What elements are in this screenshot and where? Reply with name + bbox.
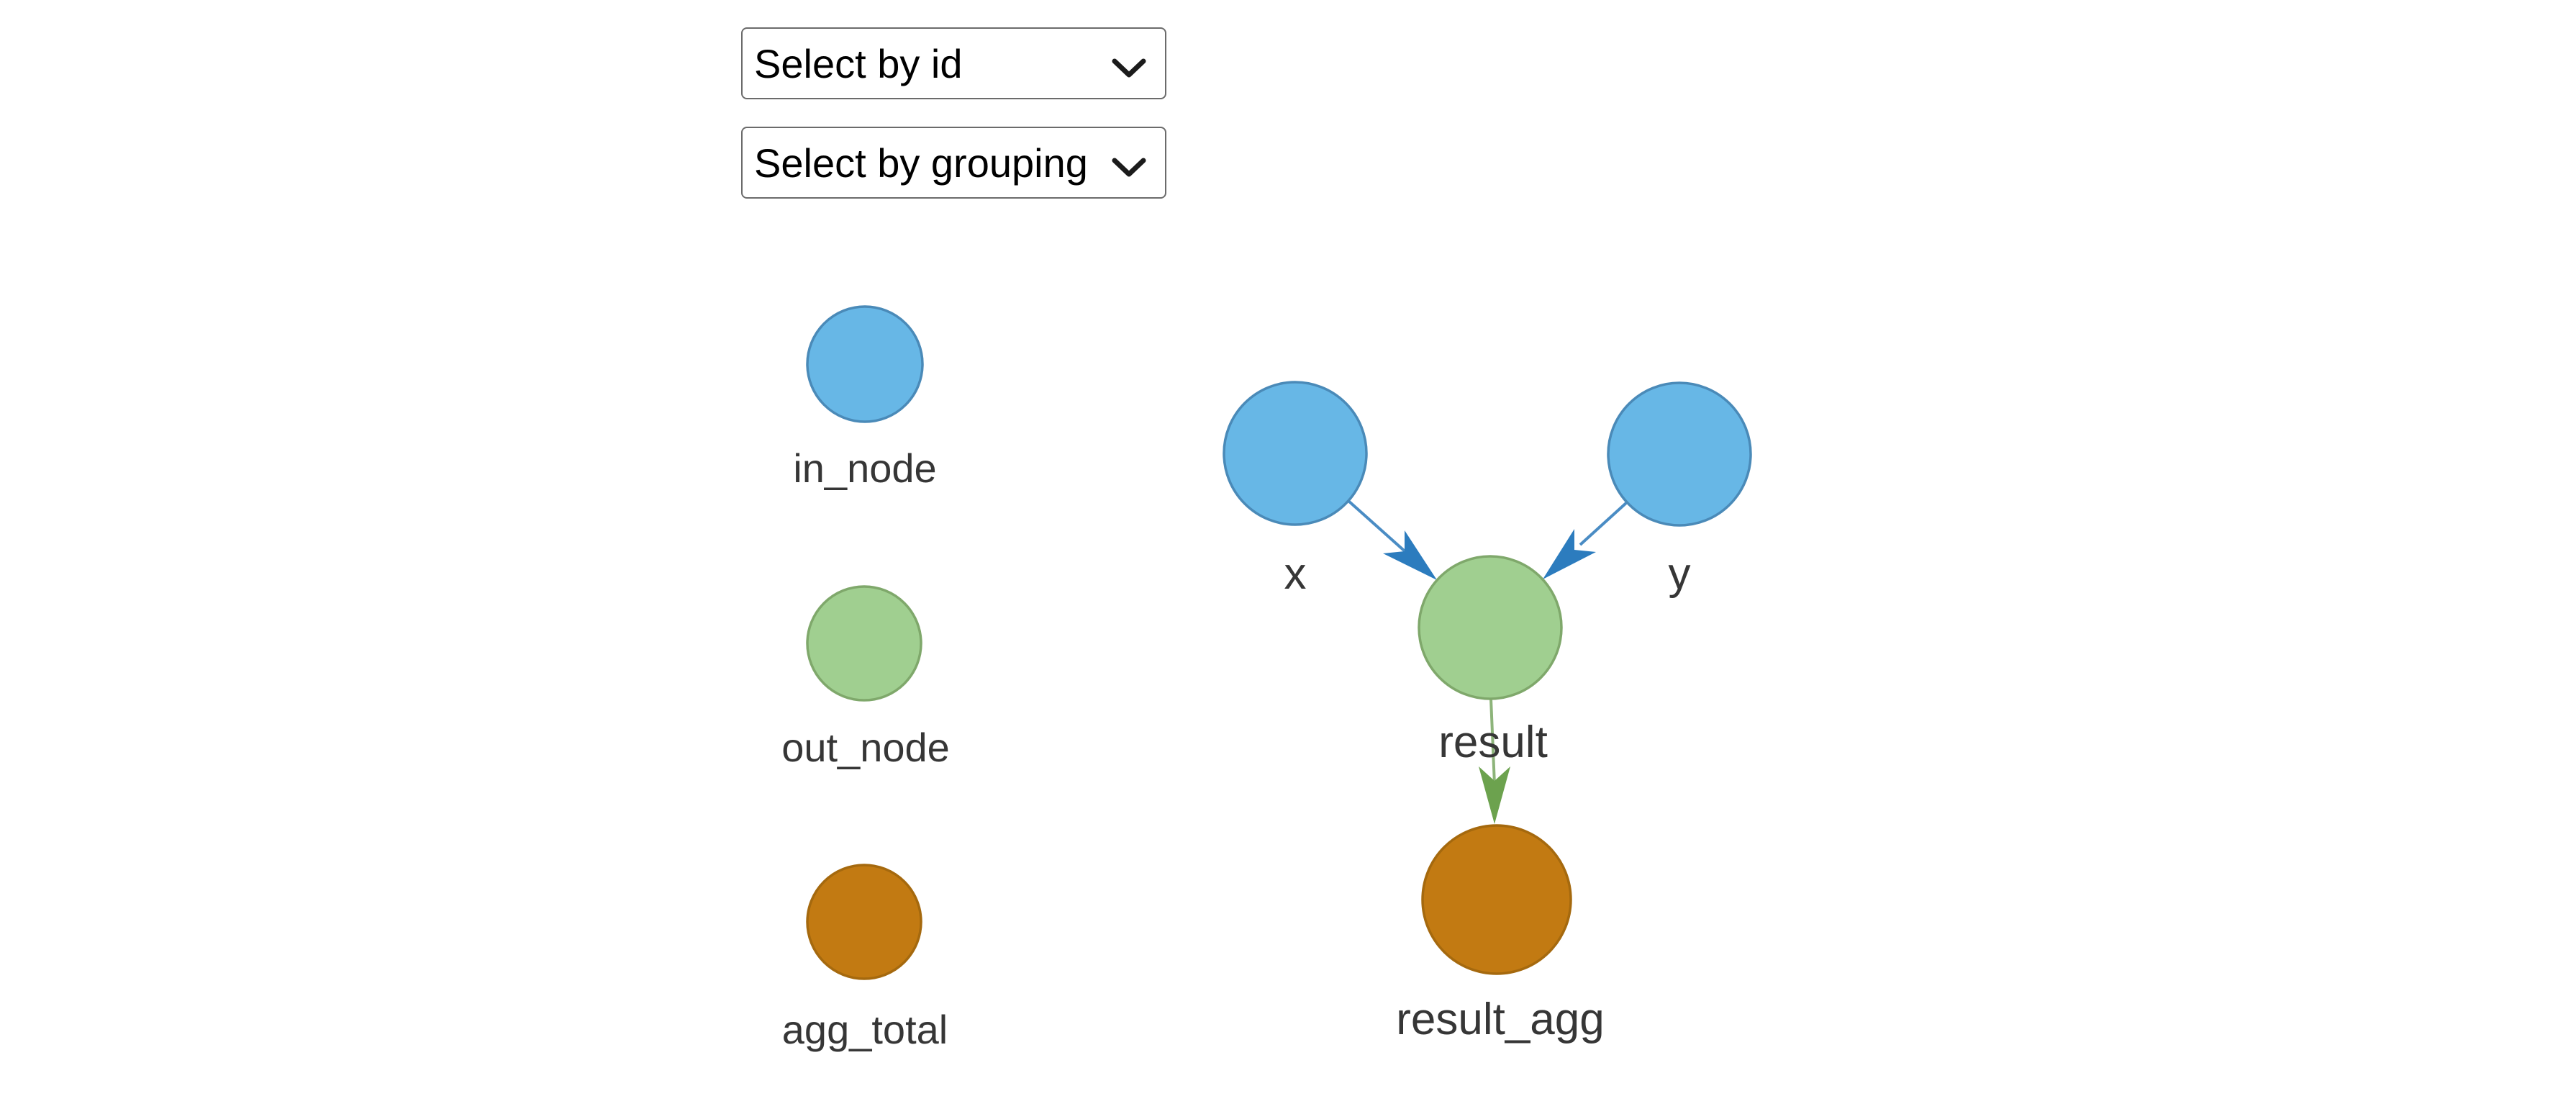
graph-edges xyxy=(1347,499,1628,824)
edge-y-to-result[interactable] xyxy=(1543,501,1628,579)
arrowhead-icon xyxy=(1543,529,1596,579)
node-result-circle[interactable] xyxy=(1418,555,1563,700)
legend-node-agg-total-icon xyxy=(806,864,922,980)
legend-label-in-node: in_node xyxy=(793,445,936,491)
legend-item-in-node: in_node xyxy=(793,305,937,491)
graph-node-result[interactable]: result xyxy=(1418,555,1563,767)
legend-item-agg-total: agg_total xyxy=(782,864,948,1052)
edge-result-to-result-agg-line[interactable] xyxy=(1489,698,1496,785)
graph-node-y[interactable]: y xyxy=(1607,381,1752,599)
node-result-label: result xyxy=(1438,718,1548,767)
node-y-circle[interactable] xyxy=(1607,381,1752,527)
edge-y-to-result-line[interactable] xyxy=(1579,501,1628,546)
graph-node-result-agg[interactable]: result_agg xyxy=(1396,824,1605,1044)
graph-nodes: x y result result_agg xyxy=(1223,381,1752,1044)
select-by-grouping-dropdown[interactable]: Select by grouping xyxy=(741,127,1166,199)
node-x-circle[interactable] xyxy=(1223,381,1368,526)
edge-x-to-result[interactable] xyxy=(1347,499,1437,580)
node-x-label: x xyxy=(1284,549,1307,599)
edge-result-to-result-agg[interactable] xyxy=(1479,698,1510,824)
arrowhead-icon xyxy=(1383,530,1437,580)
arrowhead-icon xyxy=(1479,766,1510,824)
node-result-agg-circle[interactable] xyxy=(1421,824,1572,975)
select-by-id-dropdown[interactable]: Select by id xyxy=(741,27,1166,99)
legend-label-agg-total: agg_total xyxy=(782,1007,948,1052)
legend-label-out-node: out_node xyxy=(781,725,950,770)
legend-node-in-node-icon xyxy=(806,305,924,423)
legend-item-out-node: out_node xyxy=(781,585,950,770)
edge-x-to-result-line[interactable] xyxy=(1347,499,1410,556)
node-result-agg-label: result_agg xyxy=(1396,995,1605,1044)
graph-node-x[interactable]: x xyxy=(1223,381,1368,599)
node-y-label: y xyxy=(1669,549,1691,599)
graph-legend: in_node out_node agg_total xyxy=(781,305,950,1052)
legend-node-out-node-icon xyxy=(806,585,922,702)
